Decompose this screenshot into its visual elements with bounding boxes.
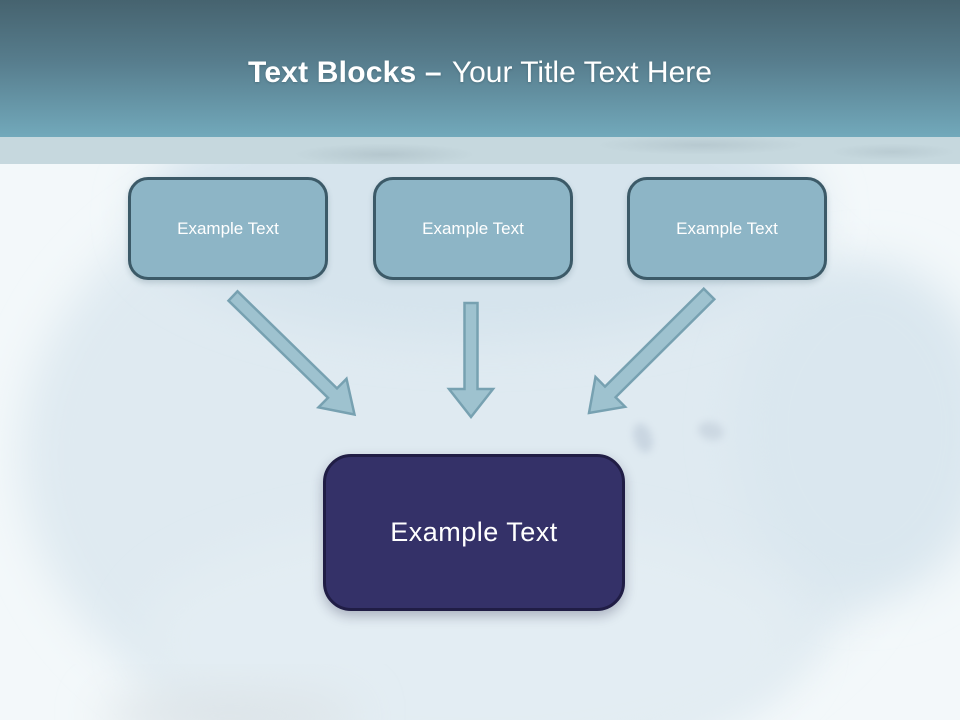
text-block-3-label: Example Text [676, 218, 778, 238]
header-accent-band [0, 137, 960, 164]
page-title-regular-segment: Your Title Text Here [451, 56, 712, 89]
center-text-block-label: Example Text [390, 517, 558, 547]
text-block-2: Example Text [373, 177, 573, 280]
slide-header: Text Blocks – Your Title Text Here [0, 0, 960, 137]
text-block-2-label: Example Text [422, 218, 524, 238]
text-block-1: Example Text [128, 177, 328, 280]
text-block-3: Example Text [627, 177, 827, 280]
text-block-1-label: Example Text [177, 218, 279, 238]
center-text-block: Example Text [323, 454, 625, 611]
page-title: Text Blocks – Your Title Text Here [0, 54, 960, 92]
page-title-bold-segment: Text Blocks – [248, 56, 442, 89]
